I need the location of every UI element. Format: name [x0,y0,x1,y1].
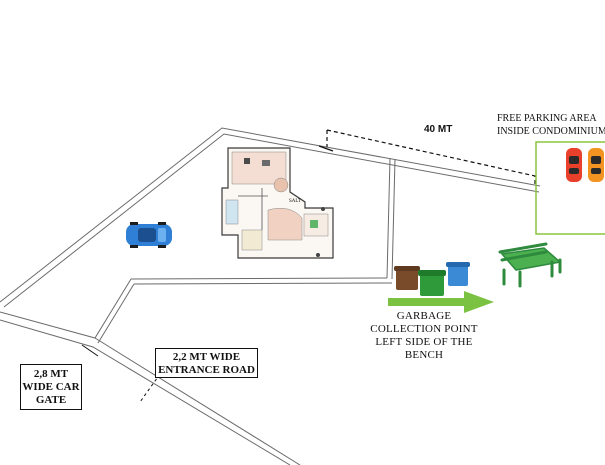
garbage-label-line-4: BENCH [404,349,444,361]
car-red-icon [566,148,582,182]
garbage-label-line-1: GARBAGE [396,310,452,322]
parking-area [535,141,605,235]
bin-green-icon [418,270,446,296]
direction-arrow-icon [388,291,494,313]
garbage-bins-icon [394,262,470,296]
gate-tick [81,344,99,357]
parking-label-line-1: FREE PARKING AREA [497,113,597,124]
car-orange-icon [588,148,604,182]
bin-blue-icon [446,262,470,286]
entrance-road [0,278,301,465]
svg-text:SALT: SALT [289,199,301,204]
bin-brown-icon [394,266,420,290]
gate-label-line-3: GATE [35,394,67,406]
car-blue-icon [126,222,172,248]
road-pointer [139,373,161,403]
distance-label: 40 MT [424,124,453,135]
parking-label: FREE PARKING AREA INSIDE CONDOMINIUM [497,112,605,138]
property-boundary [0,127,541,308]
garbage-label-line-3: LEFT SIDE OF THE [375,336,473,348]
gate-label: 2,8 MT WIDE CAR GATE [20,364,82,410]
distance-line [326,129,536,186]
gate-label-line-1: 2,8 MT [33,368,69,380]
distance-tick [318,145,334,152]
road-label: 2,2 MT WIDE ENTRANCE ROAD [155,348,258,378]
bench-icon [498,242,562,288]
road-label-line-2: ENTRANCE ROAD [158,364,255,376]
garbage-label: GARBAGE COLLECTION POINT LEFT SIDE OF TH… [370,310,478,362]
gate-label-line-2: WIDE CAR [22,381,80,393]
house-floorplan: SALT [221,147,334,259]
parking-label-line-2: INSIDE CONDOMINIUM [497,126,605,137]
garbage-label-line-2: COLLECTION POINT [370,323,478,335]
road-label-line-1: 2,2 MT WIDE [172,351,241,363]
